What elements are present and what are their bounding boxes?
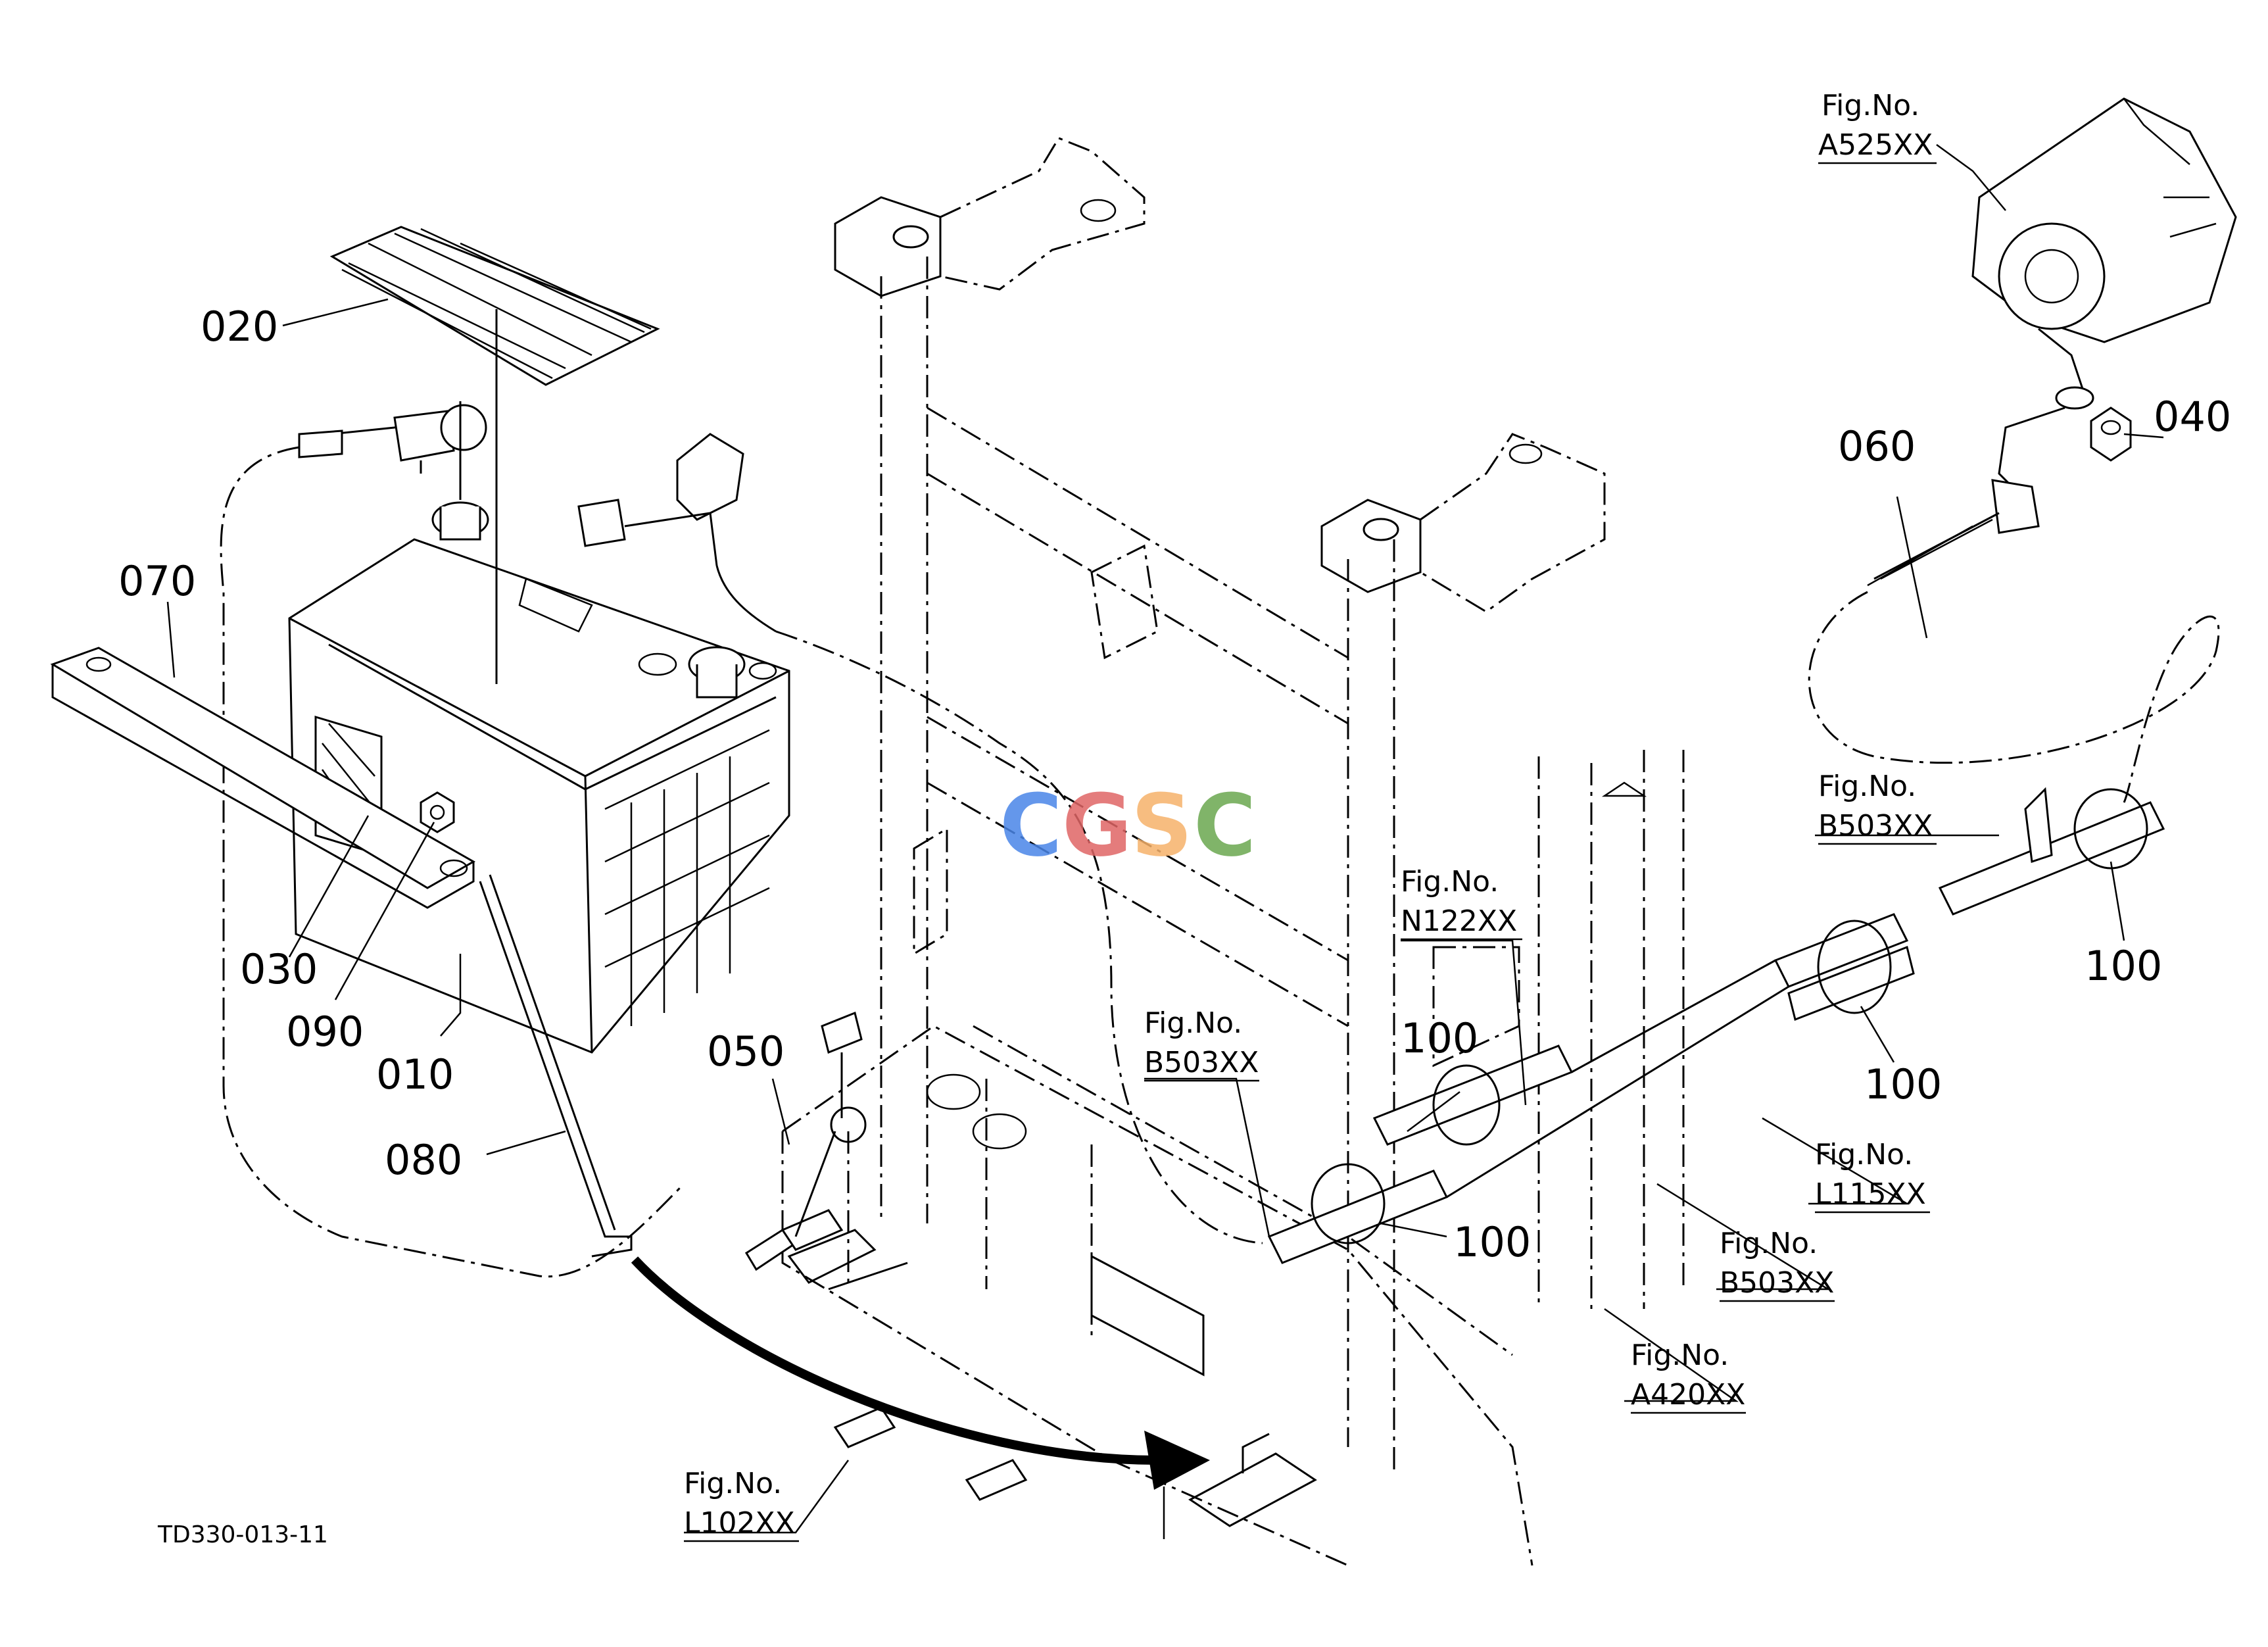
fig-ref-caption: Fig.No. <box>684 1467 782 1500</box>
fig-ref-code: A525XX <box>1818 128 1933 162</box>
fig-ref-code: B503XX <box>1818 809 1933 843</box>
ground-cable-part-050 <box>744 1011 867 1289</box>
label-part-060: 060 <box>1838 422 1916 470</box>
label-part-100: 100 <box>1864 1060 1942 1108</box>
hold-down-rod-part-080 <box>479 874 633 1258</box>
svg-text:S: S <box>1131 775 1193 875</box>
battery-side-grid <box>604 729 770 1026</box>
label-part-010: 010 <box>376 1050 454 1098</box>
fig-ref-code: B503XX <box>1720 1266 1834 1300</box>
watermark-logo: C G S C <box>1000 775 1256 875</box>
svg-text:C: C <box>1194 775 1256 875</box>
figure-references: Fig.No. A525XX Fig.No. B503XX Fig.No. N1… <box>684 89 1937 1542</box>
label-part-100: 100 <box>1401 1014 1478 1062</box>
label-part-100: 100 <box>1453 1218 1531 1266</box>
nut-part-040 <box>2090 406 2132 462</box>
fig-ref-code: B503XX <box>1144 1046 1259 1079</box>
fig-ref-caption: Fig.No. <box>1720 1227 1818 1260</box>
leader-lines <box>166 143 2164 1534</box>
fig-ref-caption: Fig.No. <box>1144 1006 1242 1040</box>
hold-down-bar-part-070 <box>50 647 476 909</box>
fig-ref-caption: Fig.No. <box>1822 89 1919 122</box>
label-part-070: 070 <box>118 557 196 605</box>
svg-text:G: G <box>1062 775 1132 875</box>
part-number-labels: 010 020 030 040 050 060 070 080 090 100 … <box>118 303 2231 1266</box>
insulation-sheet-part-020 <box>329 226 660 684</box>
svg-text:C: C <box>1000 775 1062 875</box>
starter-cable-part-060 <box>1808 386 2220 803</box>
fig-ref-code: L115XX <box>1815 1177 1926 1211</box>
fig-ref-caption: Fig.No. <box>1815 1138 1913 1171</box>
label-part-040: 040 <box>2154 393 2231 441</box>
frame-structure <box>781 137 1685 1567</box>
fig-ref-caption: Fig.No. <box>1631 1339 1729 1372</box>
label-part-090: 090 <box>286 1008 364 1056</box>
label-part-080: 080 <box>385 1136 462 1184</box>
fig-ref-code: A420XX <box>1631 1378 1745 1412</box>
fig-ref-caption: Fig.No. <box>1401 865 1499 898</box>
curved-arrow <box>631 1256 1210 1490</box>
fig-ref-caption: Fig.No. <box>1818 770 1916 803</box>
battery <box>288 501 790 1054</box>
nut-part-090 <box>420 791 455 833</box>
label-part-030: 030 <box>240 945 318 993</box>
fig-ref-code: L102XX <box>684 1506 795 1540</box>
fig-ref-code: N122XX <box>1401 904 1517 938</box>
label-part-100: 100 <box>2085 942 2162 990</box>
label-part-050: 050 <box>707 1027 784 1075</box>
drawing-code: TD330-013-11 <box>157 1521 328 1548</box>
starter-motor <box>1971 97 2237 395</box>
label-part-020: 020 <box>201 303 278 351</box>
